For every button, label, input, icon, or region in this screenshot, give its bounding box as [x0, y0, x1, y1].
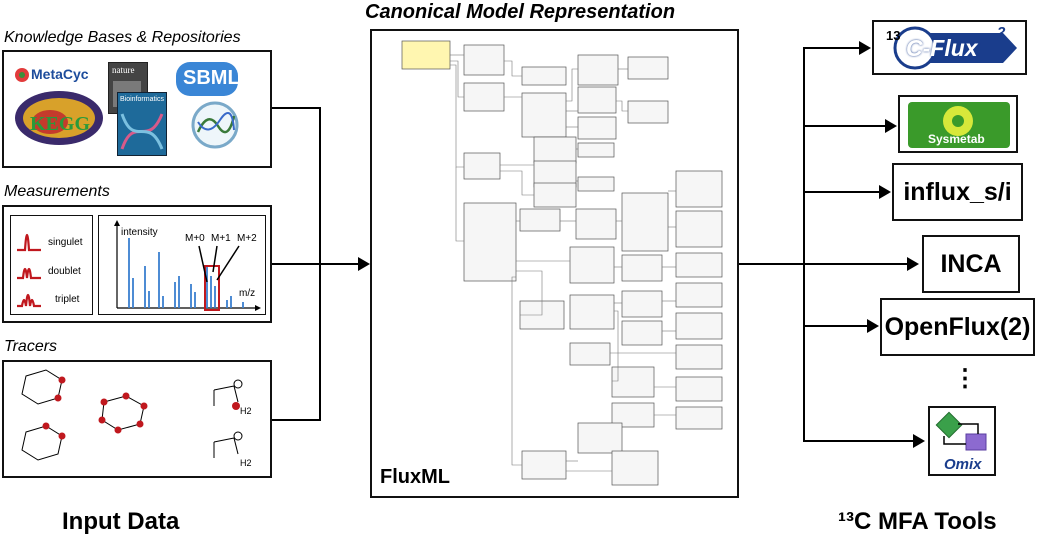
knowledge-panel: MetaCyc KEGG nature Bioinformatics SBML	[2, 50, 272, 168]
center-title: Canonical Model Representation	[365, 1, 676, 23]
13c-flux2-logo-exp: 2	[997, 24, 1006, 41]
bioinformatics-journal-cover: Bioinformatics	[117, 92, 167, 156]
arrow-head-tool-7	[913, 434, 925, 448]
bioinformatics-logo-text: Bioinformatics	[120, 96, 164, 103]
sbml-logo: SBML	[176, 62, 240, 96]
13c-flux2-logo-sup: 13	[886, 28, 901, 43]
arrow-head-tool-4	[907, 257, 919, 271]
tracer-molecules-drawing	[21, 369, 243, 461]
connector-tracers	[272, 419, 320, 421]
peak-label-triplet: triplet	[55, 294, 80, 305]
arrow-head-tool-3	[879, 185, 891, 199]
tracer-label-h2-top: H2	[240, 406, 252, 416]
arrow-line-tool-1	[803, 47, 861, 49]
mass-spectrum-box: intensity m/z M+0 M+1 M+2	[98, 215, 266, 315]
peak-label-doublet: doublet	[48, 266, 81, 277]
spectrum-y-axis-label: intensity	[121, 227, 158, 238]
arrow-head-into-model	[358, 257, 370, 271]
spectrum-label-m0: M+0	[185, 233, 205, 244]
arrow-head-tool-1	[859, 41, 871, 55]
connector-vertical-right	[803, 47, 805, 441]
svg-text:KEGG: KEGG	[30, 113, 90, 135]
sbml-graph-icon	[191, 101, 239, 149]
connector-knowledge	[272, 107, 320, 109]
arrow-line-tool-7	[803, 440, 915, 442]
tool-influx: influx_s/i	[892, 163, 1023, 221]
omix-logo-icon	[935, 411, 987, 451]
arrow-line-tool-4	[805, 263, 909, 265]
arrow-head-tool-2	[885, 119, 897, 133]
knowledge-section-title: Knowledge Bases & Repositories	[4, 29, 241, 46]
connector-model-out	[739, 263, 805, 265]
tracers-panel: H2 H2	[2, 360, 272, 478]
peak-patterns-box: singulet doublet triplet	[10, 215, 93, 315]
spectrum-x-axis-label: m/z	[239, 288, 256, 299]
mass-spectrum-chart	[114, 220, 261, 311]
sbml-logo-text: SBML	[183, 67, 240, 89]
13c-flux2-logo-main: C-Flux	[906, 35, 978, 61]
metacyc-logo: MetaCyc	[14, 66, 104, 84]
measurements-panel: singulet doublet triplet	[2, 205, 272, 323]
omix-logo-text: Omix	[944, 456, 982, 473]
fluxml-uml-diagram	[401, 40, 723, 486]
dna-helix-icon	[120, 113, 164, 150]
sysmetab-logo-text: Sysmetab	[928, 132, 985, 146]
tracer-label-h2-bottom: H2	[240, 458, 252, 468]
metacyc-logo-text: MetaCyc	[31, 66, 89, 82]
tracers-section-title: Tracers	[4, 338, 58, 355]
sysmetab-gear-icon	[943, 106, 973, 136]
arrow-line-tool-3	[803, 191, 881, 193]
13c-flux2-logo-icon	[893, 26, 1017, 70]
sysmetab-logo: Sysmetab	[908, 102, 1010, 148]
arrow-line-tool-5	[803, 325, 869, 327]
tool-openflux: OpenFlux(2)	[880, 298, 1035, 356]
tool-omix: Omix	[928, 406, 996, 476]
input-data-label: Input Data	[62, 508, 180, 535]
tool-inca: INCA	[922, 235, 1020, 293]
peak-patterns-chart	[17, 233, 41, 308]
mfa-tools-label: ¹³C MFA Tools	[838, 508, 997, 535]
nature-logo-text: nature	[112, 65, 135, 75]
fluxml-label: FluxML	[380, 466, 450, 488]
more-tools-ellipsis: ⋮	[953, 365, 977, 392]
tool-13c-flux2: 13 C-Flux 2	[872, 20, 1027, 75]
peak-label-singulet: singulet	[48, 237, 83, 248]
kegg-logo: KEGG	[15, 91, 103, 145]
metacyc-logo-icon	[15, 68, 29, 82]
arrow-line-tool-2	[803, 125, 887, 127]
fluxml-model-panel: FluxML	[370, 29, 739, 498]
connector-measurements	[272, 263, 362, 265]
measurements-section-title: Measurements	[4, 183, 110, 200]
spectrum-label-m1: M+1	[211, 233, 231, 244]
spectrum-label-m2: M+2	[237, 233, 257, 244]
tool-sysmetab: Sysmetab	[898, 95, 1018, 153]
arrow-head-tool-5	[867, 319, 879, 333]
